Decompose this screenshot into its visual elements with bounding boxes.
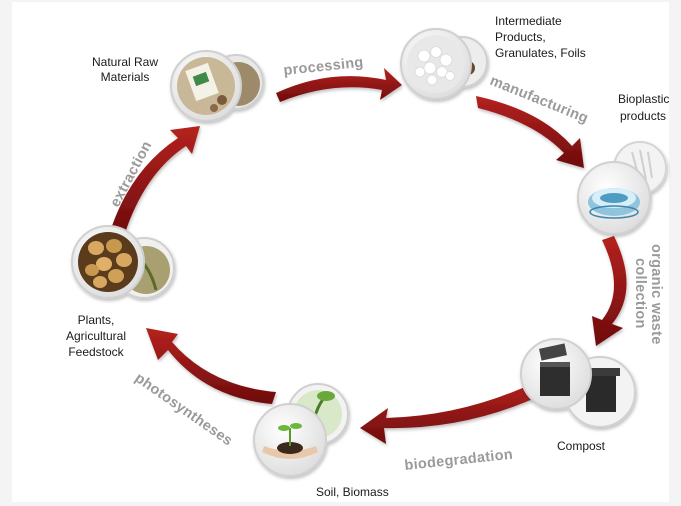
processing-arrow	[276, 68, 402, 102]
biodegradation-arrow	[360, 380, 548, 444]
soil-biomass-label: Soil, Biomass	[316, 485, 389, 499]
photosyntheses-arrow	[146, 328, 276, 404]
intermediate-products-label: Intermediate Products, Granulates, Foils	[495, 14, 586, 60]
svg-text:Products,: Products,	[495, 30, 546, 44]
processing-label: processing	[283, 55, 365, 79]
collection-label: collection	[632, 258, 648, 329]
compost-label: Compost	[557, 439, 606, 453]
svg-text:Compost: Compost	[557, 439, 606, 453]
svg-text:Feedstock: Feedstock	[68, 345, 124, 359]
soil-biomass-image	[253, 383, 349, 477]
svg-text:Natural Raw: Natural Raw	[92, 55, 158, 69]
natural-raw-materials-label: Natural Raw Materials	[92, 55, 158, 84]
extraction-arrow	[110, 126, 200, 236]
intermediate-products-image	[400, 28, 488, 100]
bioplastic-products-label: Bioplastic products	[618, 92, 669, 123]
bioplastic-products-image	[577, 141, 667, 235]
biodegradation-label: biodegradation	[404, 447, 514, 474]
organic-waste-collection-arrow	[592, 236, 627, 346]
svg-text:Bioplastic: Bioplastic	[618, 92, 669, 106]
svg-text:Granulates, Foils: Granulates, Foils	[495, 46, 586, 60]
natural-raw-materials-image	[170, 50, 264, 122]
svg-text:Agricultural: Agricultural	[66, 329, 126, 343]
compost-image	[520, 338, 636, 428]
svg-text:Materials: Materials	[101, 70, 150, 84]
manufacturing-arrow	[476, 96, 584, 168]
svg-text:Intermediate: Intermediate	[495, 14, 562, 28]
plants-feedstock-image	[71, 225, 175, 299]
manufacturing-label: manufacturing	[488, 73, 591, 127]
organic-waste-label: organic waste	[648, 244, 664, 345]
svg-text:Soil, Biomass: Soil, Biomass	[316, 485, 389, 499]
svg-text:products: products	[620, 109, 666, 123]
plants-feedstock-label: Plants, Agricultural Feedstock	[66, 313, 126, 359]
svg-text:Plants,: Plants,	[78, 313, 115, 327]
